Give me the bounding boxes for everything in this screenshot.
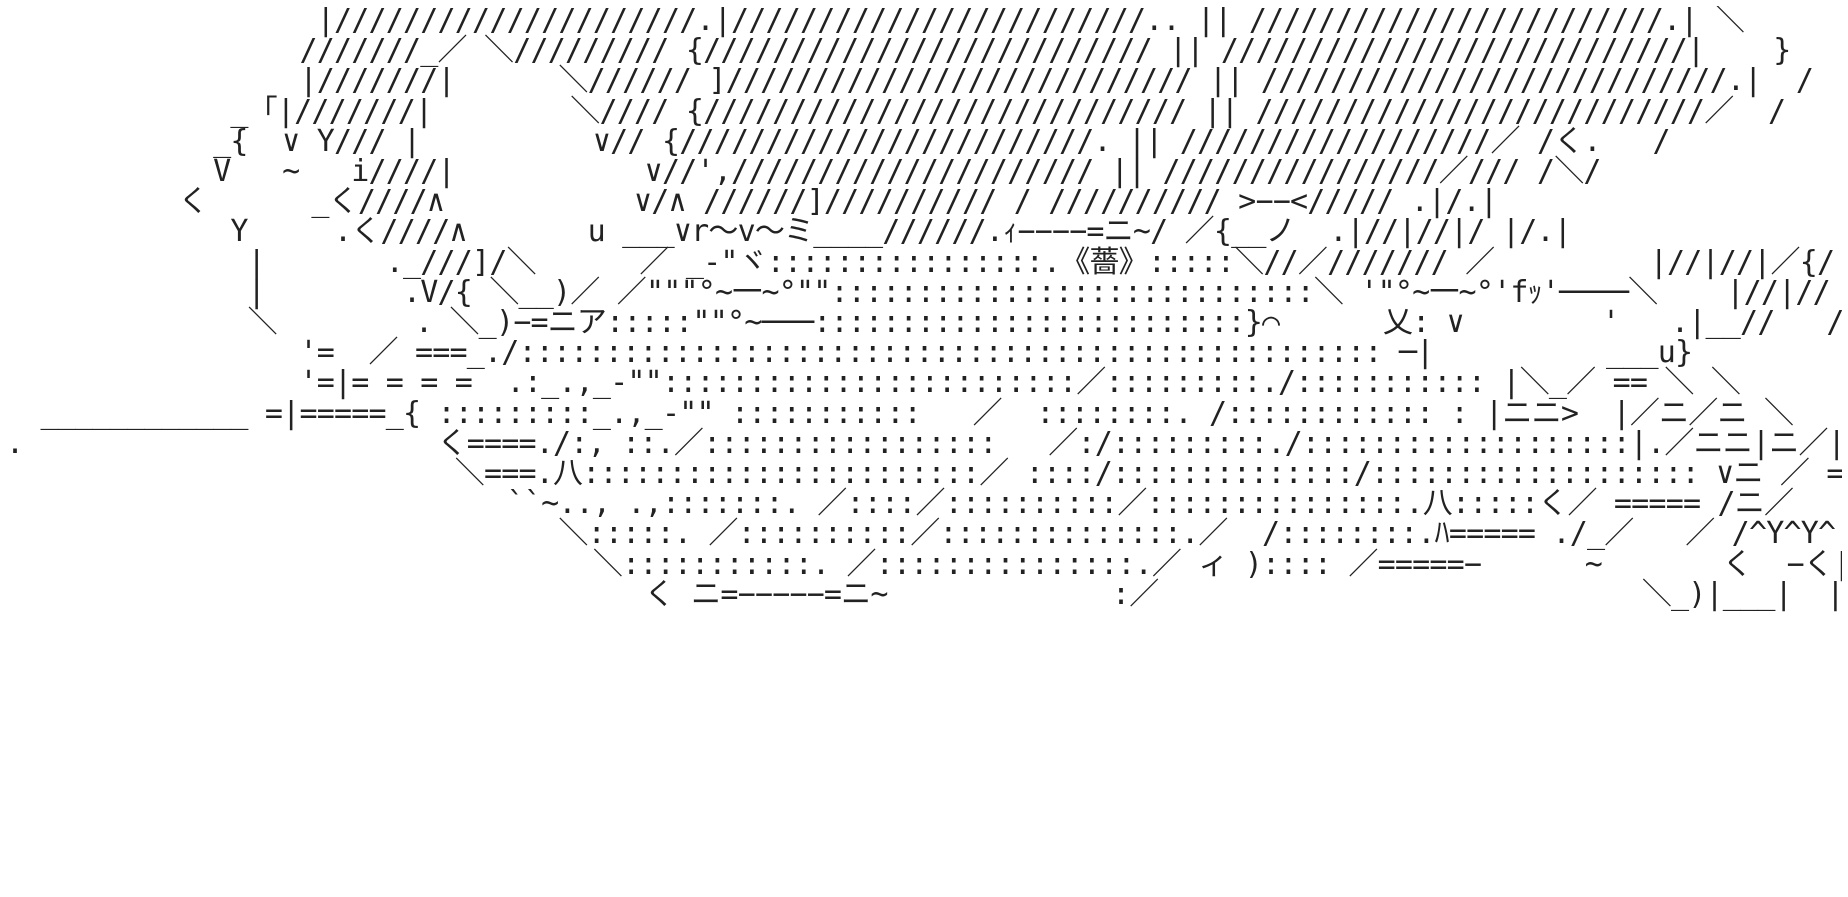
- art-line: . く====./:, ::.／::::::::::::::::: ／:/:::…: [6, 425, 1842, 461]
- art-line: ＼===.八:::::::::::::::::::::::／ ::::/::::…: [454, 456, 1842, 492]
- art-line: |/////////////////////.|////////////////…: [6, 6, 1745, 38]
- art-line: | .V/{ ＼__)／ ／"""°~一~°""::::::::::::::::…: [6, 274, 1842, 310]
- art-line: ____________ =|=====_{ :::::::::_.,_-"" …: [6, 395, 1842, 431]
- art-line: | ._///]/＼ ／ _-"ヾ::::::::::::::::.《薔》:::…: [6, 244, 1842, 280]
- art-line: ＼:::::::::::. ／:::::::::::::::.／ ィ )::::…: [6, 546, 1842, 582]
- art-line: '=|= = = = .:_.,_-""::::::::::::::::::::…: [6, 365, 1842, 401]
- art-line: ///////_／ ＼///////// {//////////////////…: [6, 33, 1791, 69]
- art-line: ＼ . ＼_)−=ニア:::::""°~───:::::::::::::::::…: [6, 305, 1842, 341]
- art-line: く _く////∧ ∨/∧ //////]////////// / //////…: [6, 184, 1498, 220]
- art-line: '= ／ ===_./:::::::::::::::::::::::::::::…: [299, 335, 1693, 371]
- art-line: _{ ∨ Y/// | ∨// {///////////////////////…: [6, 123, 1670, 159]
- art-line: ＼:::::. ／::::::::::／::::::::::::::.／ /::…: [6, 516, 1842, 552]
- art-line: Y .く////∧ u ___∨r〜v〜ミ____//////.ｨ−−−−=ニ~…: [6, 214, 1571, 250]
- ascii-art: |/////////////////////.|////////////////…: [6, 6, 1842, 786]
- art-line: ``~.., .,:::::::. ／::::／::::::::::／:::::…: [6, 486, 1842, 522]
- art-line: く ニ=−−−−−=ニ~ :／ ＼_)|___| |_ノ-┘: [6, 576, 1842, 612]
- art-line: V ~ i////| ∨//',///////////////////// ||…: [6, 154, 1601, 190]
- art-line: |///////| ＼////// ]/////////////////////…: [6, 63, 1814, 99]
- art-line: _「|///////| ＼//// {/////////////////////…: [6, 93, 1786, 129]
